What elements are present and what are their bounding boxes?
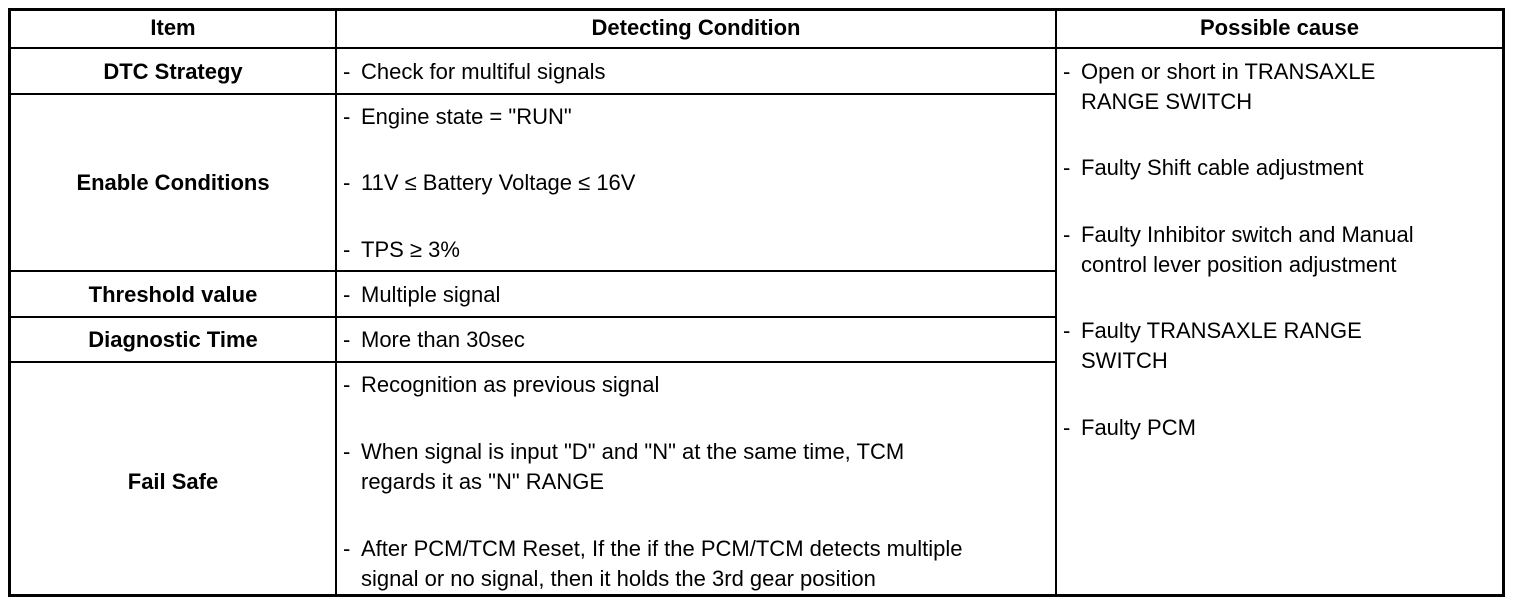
- header-item: Item: [150, 15, 196, 40]
- cause-text: Faulty TRANSAXLE RANGE: [1081, 318, 1362, 343]
- condition-text: When signal is input "D" and "N" at the …: [361, 439, 905, 464]
- condition-text: Engine state = "RUN": [361, 104, 572, 129]
- condition-text: Recognition as previous signal: [361, 372, 660, 397]
- bullet-dash: -: [343, 327, 351, 352]
- cause-text: RANGE SWITCH: [1081, 89, 1253, 114]
- header-divider: [8, 47, 1505, 49]
- column-divider-1: [335, 8, 337, 597]
- cause-text: Faulty PCM: [1081, 415, 1196, 440]
- row-label-enable-conditions: Enable Conditions: [76, 170, 270, 195]
- condition-text: Check for multiful signals: [361, 59, 606, 84]
- cause-text: Faulty Inhibitor switch and Manual: [1081, 222, 1414, 247]
- bullet-dash: -: [1063, 222, 1071, 247]
- row-divider-2: [8, 270, 1056, 272]
- bullet-dash: -: [1063, 155, 1071, 180]
- bullet-dash: -: [343, 104, 351, 129]
- bullet-dash: -: [343, 59, 351, 84]
- row-divider-4: [8, 361, 1056, 363]
- row-label-threshold-value: Threshold value: [88, 282, 258, 307]
- cause-text: SWITCH: [1081, 348, 1168, 373]
- bullet-dash: -: [343, 237, 351, 262]
- condition-text: 11V ≤ Battery Voltage ≤ 16V: [361, 170, 636, 195]
- condition-text: regards it as "N" RANGE: [361, 469, 605, 494]
- bullet-dash: -: [1063, 415, 1071, 440]
- bullet-dash: -: [343, 372, 351, 397]
- header-detecting-condition: Detecting Condition: [591, 15, 801, 40]
- cause-text: Open or short in TRANSAXLE: [1081, 59, 1376, 84]
- cause-text: control lever position adjustment: [1081, 252, 1397, 277]
- column-divider-2: [1055, 8, 1057, 597]
- bullet-dash: -: [343, 282, 351, 307]
- row-label-dtc-strategy: DTC Strategy: [103, 59, 243, 84]
- row-label-fail-safe: Fail Safe: [127, 469, 219, 494]
- bullet-dash: -: [1063, 318, 1071, 343]
- row-divider-1: [8, 93, 1056, 95]
- cause-text: Faulty Shift cable adjustment: [1081, 155, 1364, 180]
- bullet-dash: -: [343, 439, 351, 464]
- bullet-dash: -: [343, 170, 351, 195]
- bullet-dash: -: [343, 536, 351, 561]
- condition-text: TPS ≥ 3%: [361, 237, 460, 262]
- spec-table: [8, 8, 1505, 597]
- header-possible-cause: Possible cause: [1200, 15, 1359, 40]
- bullet-dash: -: [1063, 59, 1071, 84]
- condition-text: More than 30sec: [361, 327, 525, 352]
- condition-text: Multiple signal: [361, 282, 501, 307]
- row-label-diagnostic-time: Diagnostic Time: [88, 327, 258, 352]
- condition-text: After PCM/TCM Reset, If the if the PCM/T…: [361, 536, 963, 561]
- row-divider-3: [8, 316, 1056, 318]
- condition-text: signal or no signal, then it holds the 3…: [361, 566, 876, 591]
